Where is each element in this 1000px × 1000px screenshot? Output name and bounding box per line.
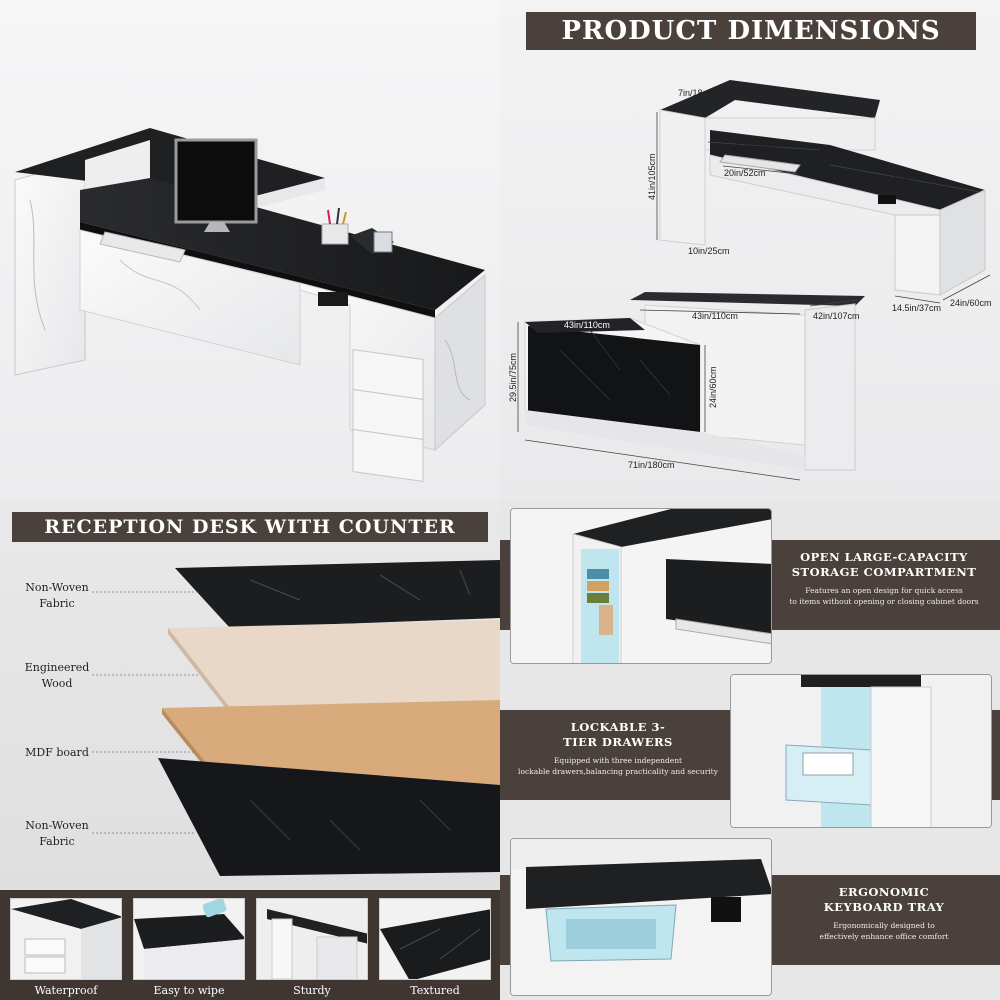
dim-panel-height: 24in/60cm — [708, 366, 718, 408]
dim-top-width: 43in/110cm — [692, 311, 738, 321]
dimensions-panel: PRODUCT DIMENSIONS 7in/18cm 41in — [500, 0, 1000, 500]
storage-description: Features an open design for quick access… — [789, 586, 979, 606]
feature-strip: Waterproof Easy to wipe Sturdy Textured — [0, 890, 500, 1000]
drawers-photo — [730, 674, 992, 828]
dim-upper-width: 35in/89cm — [736, 139, 778, 149]
drawers-title: LOCKABLE 3-TIER DRAWERS — [563, 720, 673, 749]
layer-stack-illustration — [92, 560, 500, 876]
dim-pedestal-depth: 14.5in/37cm — [892, 303, 942, 313]
storage-photo — [510, 508, 772, 664]
dim-panel-width: 43in/110cm — [564, 320, 610, 330]
layer-label-mdf: MDF board — [25, 746, 89, 759]
feature-label-sturdy: Sturdy — [293, 984, 331, 997]
dim-total-width: 71in/180cm — [628, 460, 675, 470]
dim-return-width: 42in/107cm — [813, 311, 860, 321]
dim-desk-depth: 24in/60cm — [950, 298, 992, 308]
reception-desk-illustration — [14, 128, 486, 483]
dim-shelf-depth: 7in/18cm — [678, 88, 715, 98]
feature-image-sturdy — [256, 898, 368, 980]
feature-label-easy-to-wipe: Easy to wipe — [153, 984, 225, 997]
dimension-diagram — [517, 80, 991, 481]
dim-lower-width: 35in/89cm — [868, 175, 910, 185]
dim-keyboard-tray: 20in/52cm — [724, 168, 766, 178]
drawers-callout: LOCKABLE 3-TIER DRAWERS Equipped with th… — [508, 720, 728, 790]
dim-side-depth: 10in/25cm — [688, 246, 730, 256]
materials-title: RECEPTION DESK WITH COUNTER — [12, 512, 488, 542]
hero-product-image — [0, 0, 500, 500]
feature-image-easy-to-wipe — [133, 898, 245, 980]
feature-label-textured: Textured — [410, 984, 460, 997]
feature-image-textured — [379, 898, 491, 980]
dim-height: 41in/105cm — [647, 153, 657, 200]
dim-counter-height: 29.5in/75cm — [508, 352, 518, 402]
feature-label-waterproof: Waterproof — [34, 984, 98, 997]
keyboard-tray-photo — [510, 838, 772, 996]
dimensions-title: PRODUCT DIMENSIONS — [526, 12, 976, 50]
feature-image-waterproof — [10, 898, 122, 980]
